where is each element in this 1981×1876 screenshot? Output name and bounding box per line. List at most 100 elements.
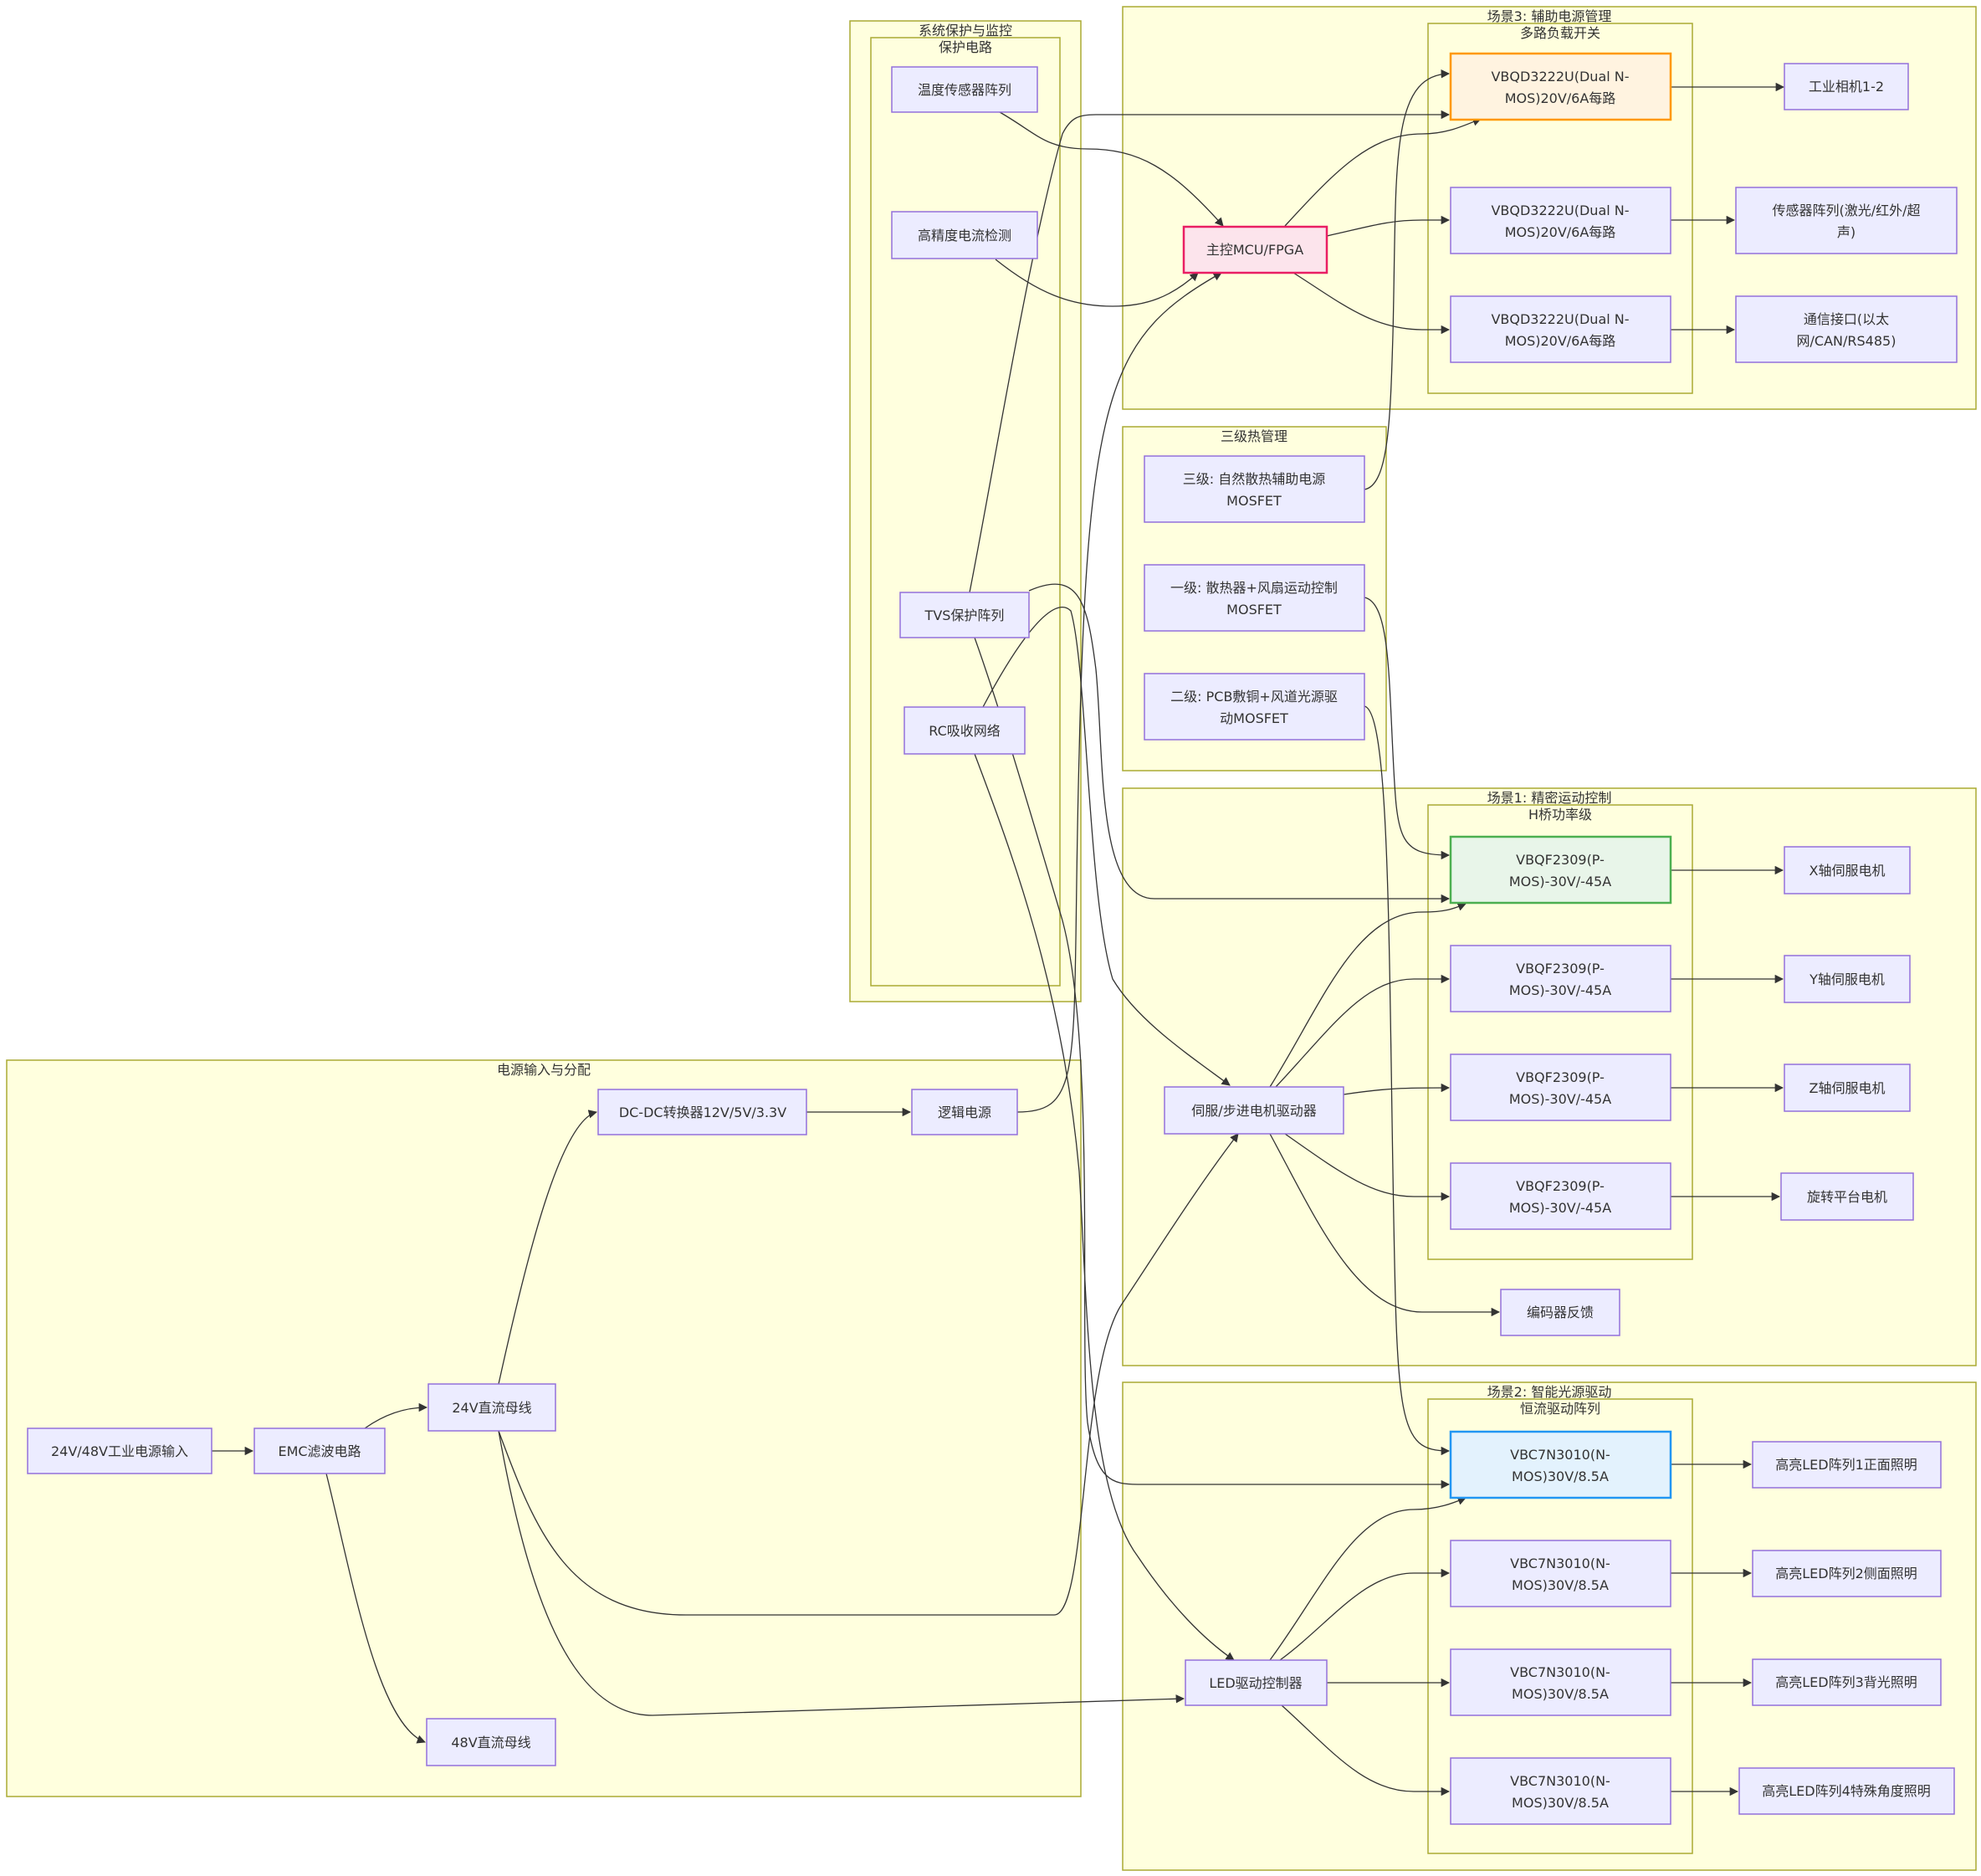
svg-text:VBC7N3010(N-MOS)30V/8.5A: VBC7N3010(N- MOS)30V/8.5A	[1510, 1447, 1610, 1484]
edge-servo-enc	[1269, 1133, 1501, 1317]
node-rc-snubber[interactable]: RC吸收网络	[903, 706, 1026, 755]
node-label-line: VBQF2309(P-	[1516, 852, 1605, 868]
node-label: TVS保护阵列	[924, 607, 1005, 623]
node-x-axis-motor[interactable]: X轴伺服电机	[1784, 846, 1911, 894]
svg-text:VBQF2309(P-MOS)-30V/-45A: VBQF2309(P- MOS)-30V/-45A	[1509, 852, 1611, 889]
cluster-title-scene2: 场景2: 智能光源驱动	[1487, 1384, 1612, 1400]
edge-emc-bus24	[364, 1402, 428, 1429]
node-dc-dc-converter[interactable]: DC-DC转换器12V/5V/3.3V	[597, 1089, 807, 1135]
node-led-controller[interactable]: LED驱动控制器	[1185, 1659, 1328, 1706]
node-power-input[interactable]: 24V/48V工业电源输入	[27, 1428, 212, 1474]
node-48v-bus[interactable]: 48V直流母线	[426, 1718, 556, 1766]
node-label-line: MOSFET	[1226, 602, 1282, 618]
edge-emc-bus48	[325, 1473, 426, 1744]
node-label-line: VBC7N3010(N-	[1510, 1773, 1610, 1789]
node-led-array-4[interactable]: 高亮LED阵列4特殊角度照明	[1738, 1767, 1955, 1815]
node-temperature-sensors[interactable]: 温度传感器阵列	[891, 66, 1038, 113]
node-load-switch-2[interactable]: VBQD3222U(Dual N-MOS)20V/6A每路	[1450, 187, 1671, 254]
node-label-line: 三级: 自然散热辅助电源	[1183, 471, 1325, 487]
node-label-line: MOS)-30V/-45A	[1509, 1200, 1611, 1216]
cluster-title-h-bridge: H桥功率级	[1528, 807, 1592, 823]
node-emc-filter[interactable]: EMC滤波电路	[253, 1428, 386, 1474]
node-label-line: MOSFET	[1226, 493, 1282, 509]
node-label: 24V直流母线	[452, 1400, 531, 1416]
node-load-switch-3[interactable]: VBQD3222U(Dual N-MOS)20V/6A每路	[1450, 295, 1671, 363]
edges	[212, 69, 1785, 1797]
cluster-title-system-protection: 系统保护与监控	[919, 23, 1012, 38]
svg-text:VBC7N3010(N-MOS)30V/8.5A: VBC7N3010(N-MOS)30V/8.5A	[1510, 1664, 1610, 1702]
node-led-driver-2[interactable]: VBC7N3010(N-MOS)30V/8.5A	[1450, 1540, 1671, 1607]
svg-text:VBQD3222U(Dual N-MOS)20V/6A每路: VBQD3222U(Dual N-MOS)20V/6A每路	[1491, 202, 1629, 240]
node-label: 逻辑电源	[938, 1105, 991, 1120]
node-encoder-feedback[interactable]: 编码器反馈	[1500, 1289, 1620, 1336]
node-h-bridge-2[interactable]: VBQF2309(P- MOS)-30V/-45A	[1450, 945, 1671, 1012]
node-label: Y轴伺服电机	[1809, 971, 1885, 987]
node-label: X轴伺服电机	[1810, 863, 1886, 879]
node-current-sensing[interactable]: 高精度电流检测	[891, 211, 1038, 259]
node-thermal-level3[interactable]: 三级: 自然散热辅助电源 MOSFET	[1144, 455, 1365, 523]
node-thermal-level1[interactable]: 一级: 散热器+风扇运动控制 MOSFET	[1144, 564, 1365, 632]
node-label-line: VBQF2309(P-	[1516, 1069, 1605, 1085]
node-label: 主控MCU/FPGA	[1206, 242, 1303, 258]
node-thermal-level2[interactable]: 二级: PCB敷铜+风道光源驱动MOSFET	[1144, 673, 1365, 741]
node-industrial-camera[interactable]: 工业相机1-2	[1784, 63, 1909, 110]
node-label-line: MOS)20V/6A每路	[1505, 333, 1616, 349]
edge-bus24-dcdc	[498, 1110, 598, 1385]
node-24v-bus[interactable]: 24V直流母线	[427, 1383, 556, 1432]
edge-bus24-servo	[498, 1133, 1239, 1616]
node-h-bridge-1[interactable]: VBQF2309(P- MOS)-30V/-45A	[1449, 835, 1672, 905]
node-label-line: VBQD3222U(Dual N-	[1491, 69, 1629, 85]
svg-text:VBQD3222U(Dual N-MOS)20V/6A每路: VBQD3222U(Dual N-MOS)20V/6A每路	[1491, 311, 1629, 349]
node-label-line: MOS)30V/8.5A	[1512, 1469, 1609, 1484]
node-label-line: VBQD3222U(Dual N-	[1491, 202, 1629, 218]
node-logic-power[interactable]: 逻辑电源	[911, 1089, 1018, 1135]
node-y-axis-motor[interactable]: Y轴伺服电机	[1784, 955, 1911, 1003]
cluster-title-multi-load-switch: 多路负载开关	[1520, 25, 1600, 41]
node-label-line: MOS)-30V/-45A	[1509, 982, 1611, 998]
edge-temp-mcu	[999, 111, 1224, 227]
node-z-axis-motor[interactable]: Z轴伺服电机	[1784, 1064, 1911, 1112]
node-main-mcu[interactable]: 主控MCU/FPGA	[1182, 225, 1328, 274]
node-label-line: MOS)-30V/-45A	[1509, 874, 1611, 889]
edge-servo-h4	[1284, 1133, 1451, 1202]
node-label: 伺服/步进电机驱动器	[1191, 1103, 1316, 1119]
node-label-line: MOS)30V/8.5A	[1512, 1686, 1609, 1702]
node-label-line: 一级: 散热器+风扇运动控制	[1170, 580, 1338, 596]
node-label-line: 通信接口(以太	[1804, 311, 1889, 327]
svg-text:VBQD3222U(Dual N-MOS)20V/6A每路: VBQD3222U(Dual N-MOS)20V/6A每路	[1491, 69, 1629, 106]
svg-text:传感器阵列(激光/红外/超声): 传感器阵列(激光/红外/超声)	[1772, 202, 1920, 240]
node-label-line: 网/CAN/RS485)	[1797, 333, 1897, 349]
edge-mcu-q3b	[1326, 215, 1451, 237]
svg-text:VBQF2309(P-MOS)-30V/-45A: VBQF2309(P- MOS)-30V/-45A	[1509, 1069, 1611, 1107]
edge-rc-led	[974, 753, 1235, 1661]
node-label-line: VBC7N3010(N-	[1510, 1447, 1610, 1463]
edge-led-l1	[1269, 1496, 1467, 1661]
cluster-title-constant-current: 恒流驱动阵列	[1520, 1401, 1600, 1417]
node-label: 高亮LED阵列3背光照明	[1775, 1674, 1917, 1690]
node-rotary-motor[interactable]: 旋转平台电机	[1780, 1172, 1914, 1221]
node-label: 旋转平台电机	[1807, 1189, 1887, 1205]
node-label-line: MOS)-30V/-45A	[1509, 1091, 1611, 1107]
node-led-driver-1[interactable]: VBC7N3010(N- MOS)30V/8.5A	[1449, 1430, 1672, 1499]
edge-mcu-q3c	[1293, 272, 1451, 335]
node-label: 高精度电流检测	[918, 228, 1011, 243]
node-tvs-array[interactable]: TVS保护阵列	[899, 592, 1030, 638]
node-led-array-3[interactable]: 高亮LED阵列3背光照明	[1752, 1658, 1942, 1706]
cluster-title-thermal: 三级热管理	[1221, 428, 1287, 444]
node-comm-interface[interactable]: 通信接口(以太网/CAN/RS485)	[1735, 295, 1958, 363]
svg-text:二级: PCB敷铜+风道光源驱动MOSFET: 二级: PCB敷铜+风道光源驱动MOSFET	[1170, 689, 1338, 726]
node-label: EMC滤波电路	[278, 1443, 361, 1459]
node-h-bridge-4[interactable]: VBQF2309(P- MOS)-30V/-45A	[1450, 1162, 1671, 1230]
node-sensor-array[interactable]: 传感器阵列(激光/红外/超声)	[1735, 187, 1958, 254]
node-h-bridge-3[interactable]: VBQF2309(P- MOS)-30V/-45A	[1450, 1053, 1671, 1121]
node-led-driver-4[interactable]: VBC7N3010(N-MOS)30V/8.5A	[1450, 1757, 1671, 1825]
node-label-line: VBQF2309(P-	[1516, 1178, 1605, 1194]
cluster-title-scene3: 场景3: 辅助电源管理	[1487, 8, 1612, 24]
node-load-switch-1[interactable]: VBQD3222U(Dual N-MOS)20V/6A每路	[1449, 52, 1672, 121]
node-led-driver-3[interactable]: VBC7N3010(N-MOS)30V/8.5A	[1450, 1648, 1671, 1716]
edge-servo-h2	[1275, 974, 1451, 1088]
node-servo-driver[interactable]: 伺服/步进电机驱动器	[1164, 1086, 1344, 1135]
node-label-line: VBQF2309(P-	[1516, 961, 1605, 976]
node-led-array-2[interactable]: 高亮LED阵列2侧面照明	[1752, 1550, 1942, 1597]
node-led-array-1[interactable]: 高亮LED阵列1正面照明	[1752, 1441, 1942, 1489]
